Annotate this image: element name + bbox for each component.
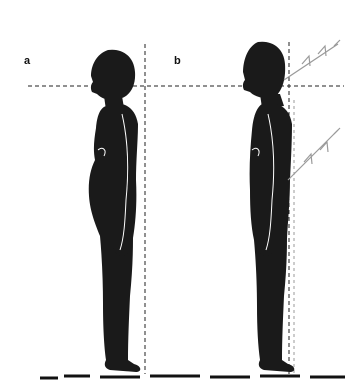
posture-arrows — [284, 40, 340, 180]
lower-arrow-icon — [288, 128, 340, 180]
upper-arrow-icon — [284, 40, 340, 80]
cropped-caption-fragment — [0, 374, 353, 381]
panel-b-label: b — [174, 55, 181, 67]
panel-b-silhouette — [243, 42, 294, 372]
panel-a-silhouette — [89, 50, 141, 372]
panel-a-label: a — [24, 55, 31, 67]
